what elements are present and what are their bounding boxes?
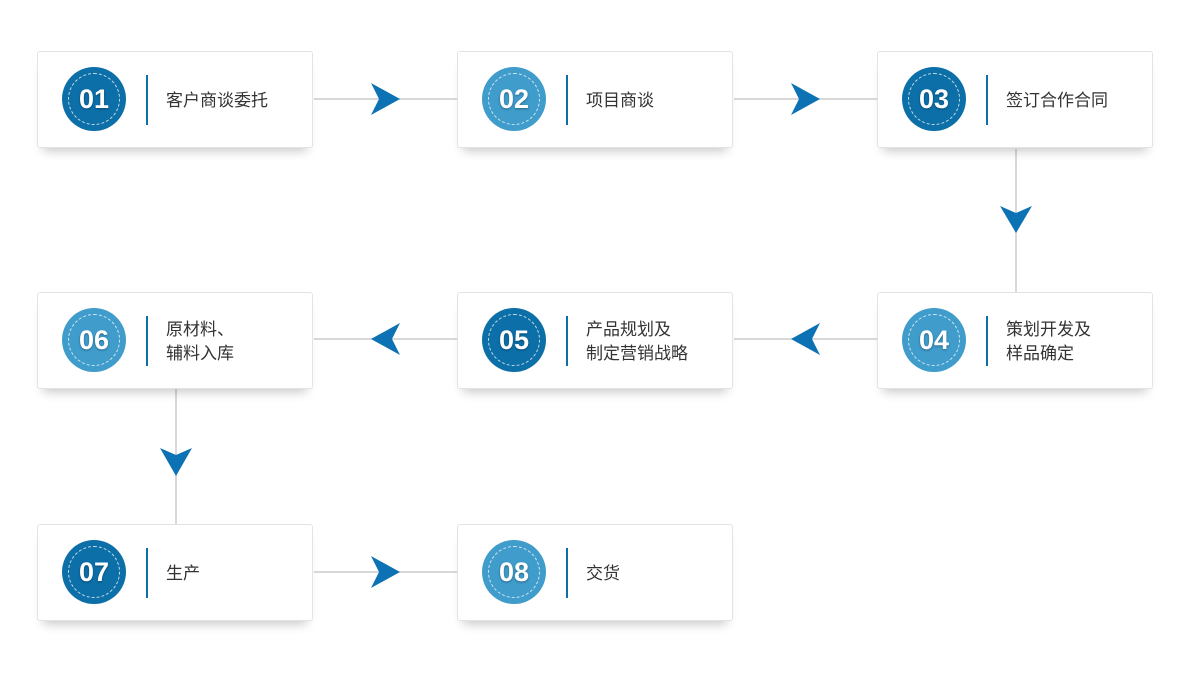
step-card-05: 05 产品规划及 制定营销战略 — [457, 292, 733, 389]
step-label-line: 样品确定 — [1006, 343, 1074, 364]
step-card-02: 02 项目商谈 — [457, 51, 733, 148]
step-label: 原材料、 辅料入库 — [166, 293, 234, 390]
step-number: 05 — [498, 324, 530, 355]
step-divider — [986, 316, 988, 366]
arrow-right-icon — [371, 83, 400, 115]
arrow-right-icon — [791, 83, 820, 115]
step-label-line: 项目商谈 — [586, 90, 654, 111]
step-label: 签订合作合同 — [1006, 52, 1108, 149]
step-label-line: 签订合作合同 — [1006, 90, 1108, 111]
step-divider — [146, 316, 148, 366]
step-number-badge: 08 — [482, 540, 546, 604]
step-number-badge: 01 — [62, 67, 126, 131]
step-divider — [566, 75, 568, 125]
step-number-badge: 05 — [482, 308, 546, 372]
step-card-04: 04 策划开发及 样品确定 — [877, 292, 1153, 389]
step-label: 客户商谈委托 — [166, 52, 268, 149]
step-number: 03 — [918, 83, 950, 114]
step-label-line: 客户商谈委托 — [166, 90, 268, 111]
step-number: 06 — [78, 324, 110, 355]
arrow-left-icon — [791, 323, 820, 355]
step-number: 04 — [918, 324, 950, 355]
step-number: 07 — [78, 556, 110, 587]
step-label-line: 制定营销战略 — [586, 343, 688, 364]
step-card-03: 03 签订合作合同 — [877, 51, 1153, 148]
step-label: 交货 — [586, 525, 620, 622]
arrow-right-icon — [371, 556, 400, 588]
step-label-line: 辅料入库 — [166, 343, 234, 364]
step-number-badge: 07 — [62, 540, 126, 604]
step-label: 产品规划及 制定营销战略 — [586, 293, 688, 390]
step-label-line: 生产 — [166, 563, 200, 584]
step-label: 生产 — [166, 525, 200, 622]
step-card-06: 06 原材料、 辅料入库 — [37, 292, 313, 389]
step-card-08: 08 交货 — [457, 524, 733, 621]
step-number-badge: 02 — [482, 67, 546, 131]
step-number: 02 — [498, 83, 530, 114]
arrow-left-icon — [371, 323, 400, 355]
step-label: 策划开发及 样品确定 — [1006, 293, 1091, 390]
step-divider — [146, 75, 148, 125]
step-divider — [566, 316, 568, 366]
step-number-badge: 04 — [902, 308, 966, 372]
step-divider — [566, 548, 568, 598]
step-number: 01 — [78, 83, 110, 114]
step-label-line: 产品规划及 — [586, 319, 671, 340]
arrow-down-icon — [160, 448, 192, 476]
step-divider — [986, 75, 988, 125]
step-number-badge: 03 — [902, 67, 966, 131]
step-label: 项目商谈 — [586, 52, 654, 149]
step-card-01: 01 客户商谈委托 — [37, 51, 313, 148]
step-label-line: 策划开发及 — [1006, 319, 1091, 340]
step-number: 08 — [498, 556, 530, 587]
step-divider — [146, 548, 148, 598]
step-label-line: 交货 — [586, 563, 620, 584]
step-number-badge: 06 — [62, 308, 126, 372]
step-label-line: 原材料、 — [166, 319, 234, 340]
step-card-07: 07 生产 — [37, 524, 313, 621]
arrow-down-icon — [1000, 206, 1032, 233]
